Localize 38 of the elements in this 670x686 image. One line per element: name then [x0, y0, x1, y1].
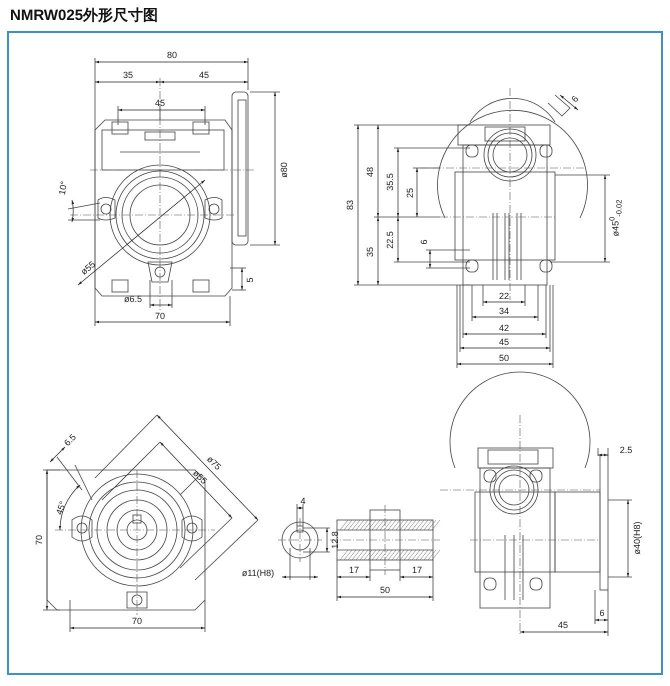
dimension-label: ø6.5 — [124, 294, 142, 304]
dimension-label: 17 — [349, 565, 359, 575]
dimension-label: 22 — [499, 291, 509, 301]
dimension-label: 45° — [54, 500, 68, 516]
dimension-label: 5 — [245, 278, 255, 282]
dimension-label: 70 — [155, 311, 165, 321]
dimension-label: 25 — [405, 188, 415, 198]
dimension-label: 80 — [167, 50, 177, 60]
dimension-label: 45 — [499, 337, 509, 347]
dimension-label: 22.5 — [385, 231, 395, 249]
dimension-label: ø40(H8) — [632, 522, 642, 554]
dimension-label: 6 — [600, 608, 604, 618]
dimension-label: 34 — [499, 306, 509, 316]
dimension-label: 6 — [419, 240, 429, 244]
dimension-label: 6 — [570, 94, 580, 104]
dimension-label: ø80 — [279, 162, 289, 178]
dimension-label: ø11(H8) — [242, 568, 274, 578]
dimension-label: 4 — [300, 496, 306, 506]
dimension-label: 10° — [56, 180, 70, 196]
dimension-label: 45 — [155, 98, 165, 108]
dimension-label: 70 — [34, 535, 44, 545]
dimension-label: 50 — [499, 353, 509, 363]
dimension-label: 35 — [123, 70, 133, 80]
dimension-label: 48 — [365, 167, 375, 177]
dimension-label: 2.5 — [620, 445, 632, 455]
dimension-label: 42 — [499, 323, 509, 333]
dimension-label: 45 — [199, 70, 209, 80]
title: NMRW025外形尺寸图 — [10, 6, 158, 25]
dimension-label: 45 — [558, 620, 568, 630]
dimension-label: 35 — [365, 247, 375, 257]
dimension-label: ø55 — [78, 259, 98, 277]
dimension-label: 83 — [345, 200, 355, 210]
dimension-label: 35.5 — [385, 173, 395, 191]
dimension-label: 50 — [380, 585, 390, 595]
dimension-label: 12.8 — [330, 531, 340, 549]
dimension-label: 17 — [412, 565, 422, 575]
dimension-label: 70 — [132, 616, 142, 626]
dimension-label: 6.5 — [62, 432, 78, 448]
